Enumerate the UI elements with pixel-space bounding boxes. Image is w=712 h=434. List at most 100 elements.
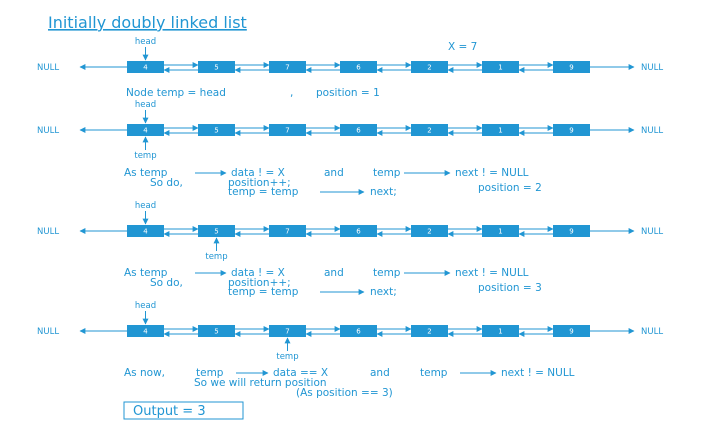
node-value: 4 [143,228,148,236]
step1-next: next; [370,186,397,198]
step2-explanation: As temp data ! = X and temp next ! = NUL… [124,267,542,298]
list-node [127,124,164,136]
step2-position: position = 3 [478,282,542,294]
node-value: 6 [356,64,361,72]
list-node [340,325,377,337]
node-value: 1 [498,228,502,236]
node-value: 5 [214,328,218,336]
list-node [553,225,590,237]
list-node [411,124,448,136]
step1-so-do: So do, [150,177,183,189]
step2-pos-inc: position++; [228,277,291,289]
step2-assign: temp = temp [228,286,299,298]
node-value: 2 [427,228,431,236]
list-node [269,225,306,237]
step1-position: position = 2 [478,182,542,194]
node-value: 7 [285,64,289,72]
final-cond1: data == X [273,367,328,379]
final-and: and [370,367,390,379]
output-box [123,401,244,420]
head-label: head [135,37,156,47]
step1-explanation: As temp data ! = X and temp next ! = NUL… [124,167,542,198]
step2-temp2: temp [373,267,401,279]
null-right-label: NULL [641,126,663,136]
list-node [198,61,235,73]
head-label: head [135,100,156,110]
output-text: Output = 3 [133,404,206,419]
init-temp-text: Node temp = head [126,87,226,99]
list-node [127,61,164,73]
temp-label: temp [134,151,156,161]
null-left-label: NULL [37,227,59,237]
final-temp1: temp [196,367,224,379]
list-node [411,225,448,237]
node-value: 6 [356,228,361,236]
node-value: 1 [498,127,502,135]
step1-as: As temp [124,167,168,179]
list-node [198,325,235,337]
node-value: 2 [427,127,431,135]
list-node [411,61,448,73]
null-right-label: NULL [641,63,663,73]
final-paren: (As position == 3) [296,387,393,399]
step2-so-do: So do, [150,277,183,289]
null-right-label: NULL [641,327,663,337]
list-node [127,325,164,337]
list-node [482,61,519,73]
node-value: 6 [356,127,361,135]
list-node [340,61,377,73]
list-node [127,225,164,237]
node-value: 7 [285,228,289,236]
node-value: 1 [498,328,502,336]
temp-label: temp [205,252,227,262]
node-value: 7 [285,127,289,135]
null-right-label: NULL [641,227,663,237]
list-node [553,124,590,136]
step1-temp2: temp [373,167,401,179]
null-left-label: NULL [37,327,59,337]
list-node [340,225,377,237]
list-node [198,225,235,237]
list-node [340,124,377,136]
null-left-label: NULL [37,63,59,73]
list-node [269,325,306,337]
final-as-now: As now, [124,367,165,379]
final-temp2: temp [420,367,448,379]
node-value: 6 [356,328,361,336]
list-node [482,325,519,337]
diagram-title: Initially doubly linked list [48,13,247,32]
list-node [482,124,519,136]
step2-as: As temp [124,267,168,279]
step2-next: next; [370,286,397,298]
target-value-label: X = 7 [448,41,477,53]
node-value: 9 [569,228,573,236]
list-node [269,124,306,136]
step1-cond2: next ! = NULL [455,167,529,179]
node-value: 1 [498,64,502,72]
head-label: head [135,301,156,311]
node-value: 4 [143,127,148,135]
step2-cond1: data ! = X [231,267,285,279]
node-value: 7 [285,328,289,336]
node-value: 5 [214,228,218,236]
step1-and: and [324,167,344,179]
final-cond2: next ! = NULL [501,367,575,379]
node-value: 9 [569,328,573,336]
final-return: So we will return position [194,377,327,389]
list-node [553,325,590,337]
list-node [269,61,306,73]
node-value: 5 [214,64,218,72]
init-position-text: position = 1 [316,87,380,99]
step1-pos-inc: position++; [228,177,291,189]
list-node [553,61,590,73]
step1-assign: temp = temp [228,186,299,198]
temp-label: temp [276,352,298,362]
list-node [411,325,448,337]
list-node [482,225,519,237]
node-value: 2 [427,328,431,336]
node-value: 2 [427,64,431,72]
